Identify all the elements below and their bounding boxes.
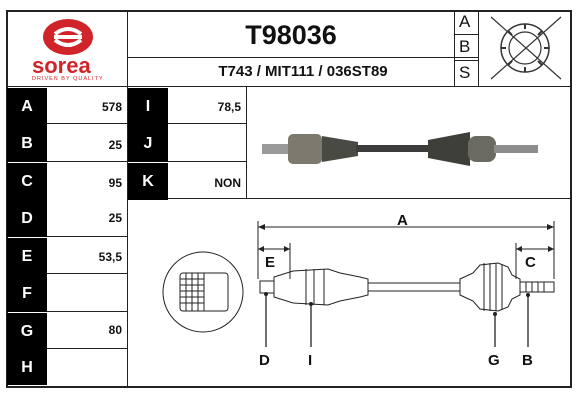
dimension-diagram bbox=[162, 221, 555, 347]
spec-label-f: F bbox=[7, 275, 47, 312]
spec-label-k: K bbox=[128, 163, 168, 200]
spec-label-j: J bbox=[128, 125, 168, 162]
logo-mark-icon bbox=[43, 19, 93, 55]
spec-value-b: 25 bbox=[108, 138, 122, 152]
spec-label-h: H bbox=[7, 350, 47, 385]
dim-label-e: E bbox=[265, 254, 276, 271]
grid-divider bbox=[454, 10, 455, 86]
spec-value-c: 95 bbox=[108, 176, 122, 190]
grid-divider bbox=[6, 161, 246, 162]
abs-letter-b: B bbox=[459, 37, 471, 56]
grid-divider bbox=[127, 198, 572, 199]
spec-label-a: A bbox=[7, 88, 47, 125]
no-abs-ring-icon bbox=[490, 16, 562, 80]
brand-tagline: DRIVEN BY QUALITY bbox=[32, 76, 104, 82]
grid-divider bbox=[246, 86, 247, 198]
dim-label-d: D bbox=[259, 352, 270, 369]
grid-divider bbox=[6, 348, 127, 349]
spec-label-i: I bbox=[128, 88, 168, 125]
grid-divider bbox=[454, 60, 478, 61]
spec-label-g: G bbox=[7, 313, 47, 350]
dim-label-c: C bbox=[525, 254, 536, 271]
drive-shaft-photo bbox=[262, 132, 538, 166]
dim-label-i: I bbox=[308, 352, 313, 369]
grid-divider bbox=[6, 273, 127, 274]
grid-divider bbox=[6, 311, 127, 312]
brand-logo: sorea DRIVEN BY QUALITY bbox=[10, 12, 125, 84]
spec-value-a: 578 bbox=[101, 100, 122, 114]
spec-label-d: D bbox=[7, 200, 47, 237]
grid-divider bbox=[454, 34, 478, 35]
dim-label-b: B bbox=[522, 352, 533, 369]
spec-value-e: 53,5 bbox=[98, 250, 122, 264]
spec-value-i: 78,5 bbox=[217, 100, 241, 114]
spec-value-k: NON bbox=[214, 176, 241, 190]
part-number: T98036 bbox=[245, 20, 337, 50]
spec-value-g: 80 bbox=[108, 323, 122, 337]
brand-name: sorea bbox=[32, 53, 91, 78]
grid-divider bbox=[127, 57, 478, 58]
dim-label-g: G bbox=[488, 352, 500, 369]
grid-divider bbox=[478, 10, 479, 86]
abs-letter-s: S bbox=[459, 63, 471, 82]
spec-label-b: B bbox=[7, 125, 47, 162]
reference-numbers: T743 / MIT111 / 036ST89 bbox=[218, 63, 388, 80]
dim-label-a: A bbox=[397, 212, 408, 229]
grid-divider bbox=[6, 236, 127, 237]
spec-label-e: E bbox=[7, 238, 47, 275]
spec-value-d: 25 bbox=[108, 211, 122, 225]
grid-divider bbox=[6, 86, 572, 87]
spec-label-c: C bbox=[7, 163, 47, 200]
grid-divider bbox=[6, 123, 246, 124]
abs-letter-a: A bbox=[459, 12, 471, 31]
